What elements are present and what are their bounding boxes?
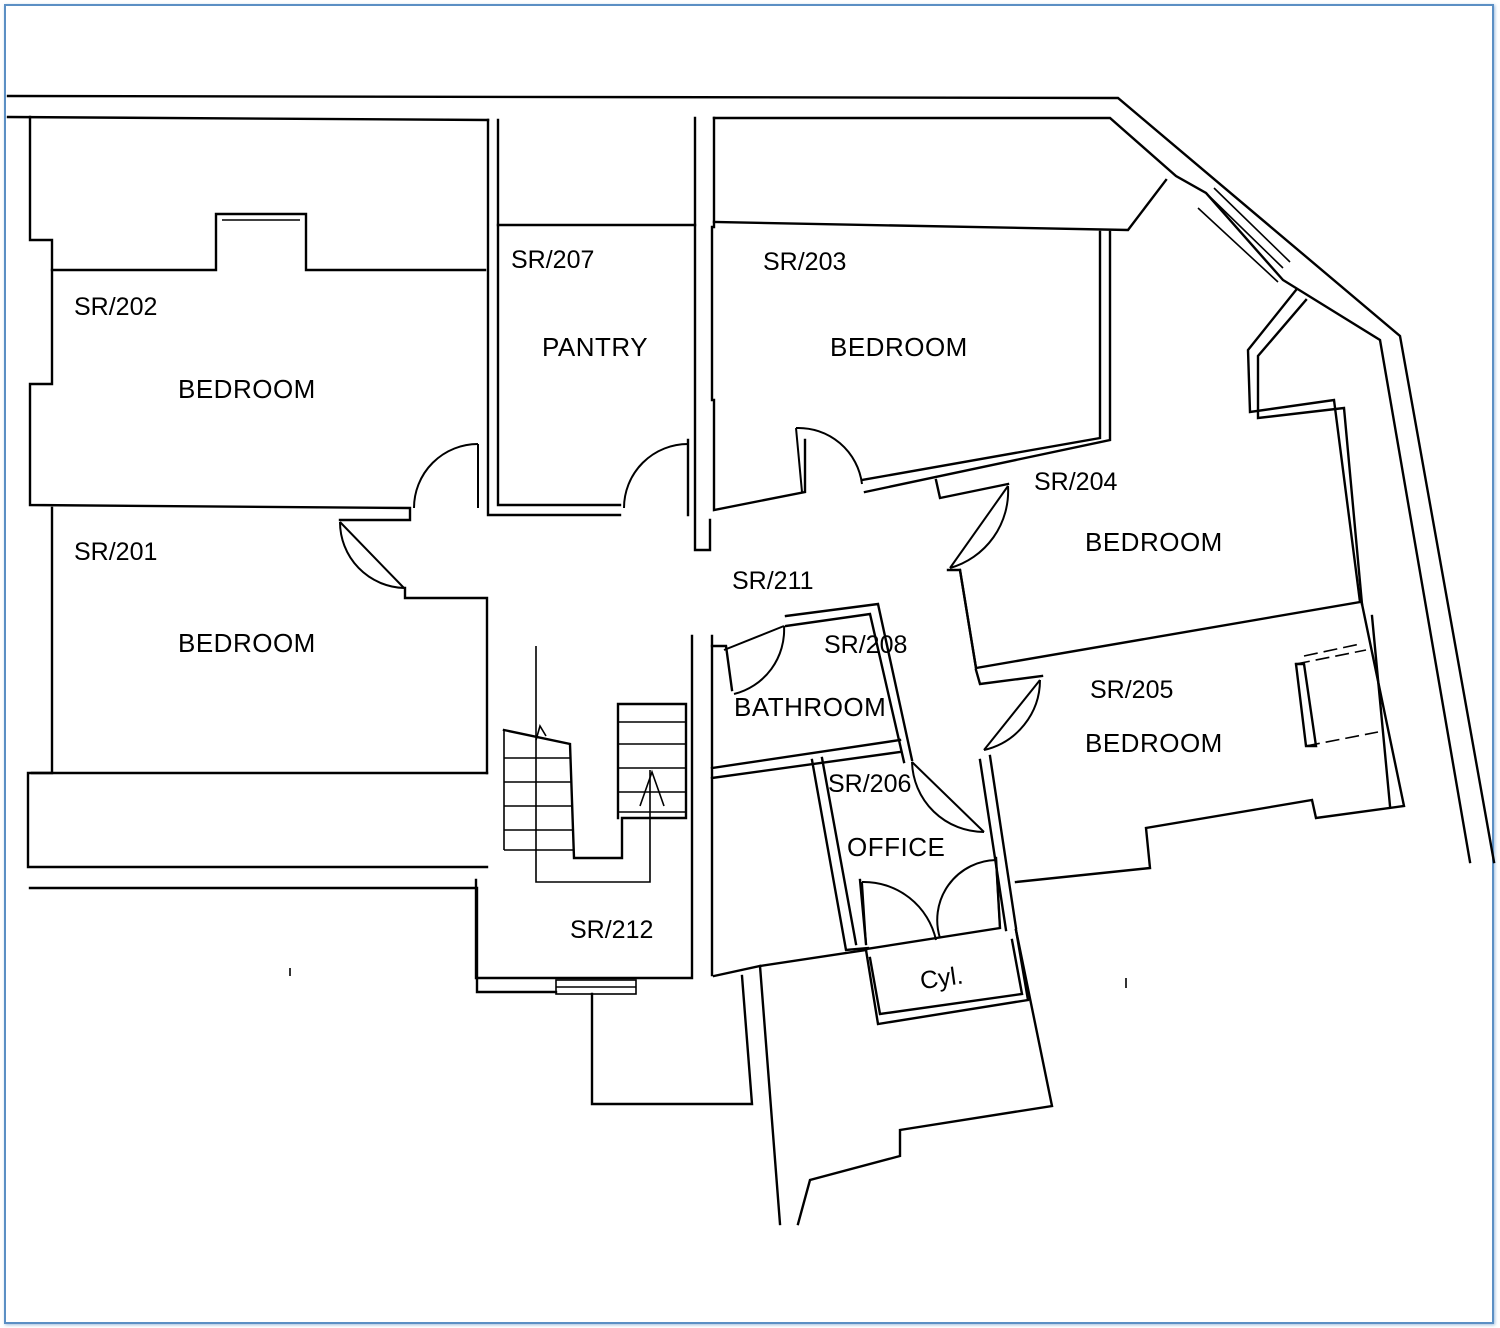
room-name-sr201: BEDROOM: [178, 628, 316, 658]
room-code-sr212: SR/212: [570, 916, 653, 944]
central-walls: [474, 602, 1054, 1226]
room-code-sr204: SR/204: [1034, 468, 1117, 496]
room-code-sr206: SR/206: [828, 770, 911, 798]
room-labels: SR/202 BEDROOM SR/201 BEDROOM SR/207 PAN…: [74, 246, 1223, 995]
room-code-sr207: SR/207: [511, 246, 594, 274]
room-name-sr204: BEDROOM: [1085, 527, 1223, 557]
room-code-sr205: SR/205: [1090, 676, 1173, 704]
pantry-walls: [486, 116, 1168, 552]
room-name-sr203: BEDROOM: [830, 332, 968, 362]
room-code-sr211: SR/211: [732, 567, 814, 595]
room-name-sr207: PANTRY: [542, 332, 648, 362]
room-code-sr202: SR/202: [74, 293, 157, 321]
room-name-sr208: BATHROOM: [734, 692, 886, 722]
east-wing-walls: [934, 288, 1406, 884]
staircase: [502, 646, 688, 883]
room-code-sr203: SR/203: [763, 248, 846, 276]
room-code-sr208: SR/208: [824, 631, 907, 659]
room-name-sr205: BEDROOM: [1085, 728, 1223, 758]
outer-top-wall: [6, 94, 1496, 864]
doors: [339, 426, 1041, 945]
cylinder-label: Cyl.: [918, 961, 965, 995]
room-code-sr201: SR/201: [74, 538, 157, 566]
room-name-sr202: BEDROOM: [178, 374, 316, 404]
room-name-sr206: OFFICE: [847, 832, 945, 862]
